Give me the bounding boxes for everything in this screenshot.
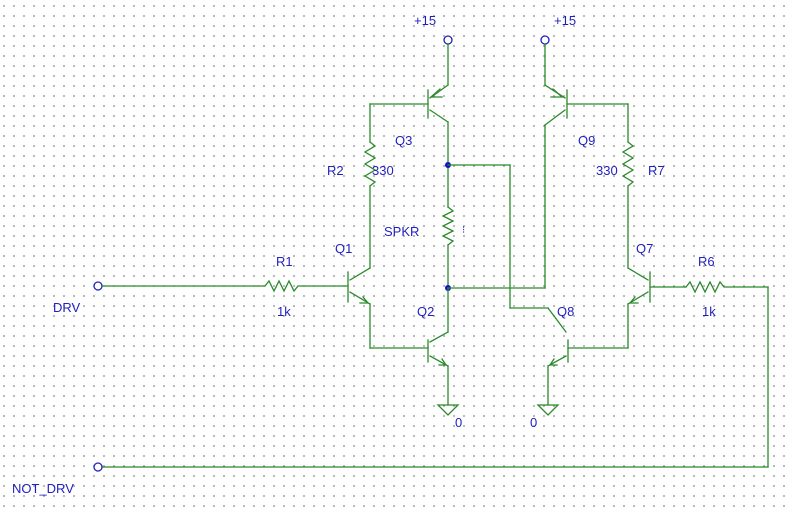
transistor-q1: Q1 <box>335 241 429 349</box>
r7-value: 330 <box>596 163 618 178</box>
r1-name: R1 <box>276 254 293 269</box>
transistor-q2: Q2 <box>417 287 449 406</box>
resistor-r6: R6 1k <box>649 254 769 319</box>
r6-value: 1k <box>702 304 716 319</box>
transistor-q7: Q7 <box>567 241 653 349</box>
q9-label: Q9 <box>578 133 595 148</box>
transistor-q3: Q3 <box>369 84 449 166</box>
resistor-r1: R1 1k <box>257 254 349 319</box>
q7-label: Q7 <box>636 241 653 256</box>
r6-name: R6 <box>698 254 715 269</box>
q8-label: Q8 <box>557 304 574 319</box>
r7-name: R7 <box>648 163 665 178</box>
supply-q9-label: +15 <box>554 13 576 28</box>
r2-name: R2 <box>327 163 344 178</box>
ground-right: 0 <box>530 404 560 430</box>
spkr-label: SPKR <box>384 224 419 239</box>
resistor-r7: 330 R7 <box>596 103 665 269</box>
drv-label: DRV <box>53 300 81 315</box>
not-drv-label: NOT_DRV <box>12 481 74 496</box>
supply-q3-terminal: +15 <box>414 13 453 86</box>
ground-left: 0 <box>436 404 462 430</box>
spkr-polarity-mark: ⁝ <box>462 225 465 236</box>
drv-port: DRV <box>53 281 259 315</box>
ground-left-label: 0 <box>455 415 462 430</box>
transistor-q9: Q9 <box>544 84 629 148</box>
transistor-q8: Q8 <box>547 304 574 406</box>
r1-value: 1k <box>277 304 291 319</box>
supply-q3-label: +15 <box>414 13 436 28</box>
r2-value: 330 <box>372 163 394 178</box>
ground-right-label: 0 <box>530 415 537 430</box>
speaker-spkr: SPKR ⁝ <box>384 124 549 309</box>
supply-q9-terminal: +15 <box>540 13 576 86</box>
q3-label: Q3 <box>395 133 412 148</box>
q1-label: Q1 <box>335 241 352 256</box>
not-drv-port: NOT_DRV <box>12 286 769 496</box>
q2-label: Q2 <box>417 304 434 319</box>
resistor-r2: R2 330 <box>327 103 394 269</box>
